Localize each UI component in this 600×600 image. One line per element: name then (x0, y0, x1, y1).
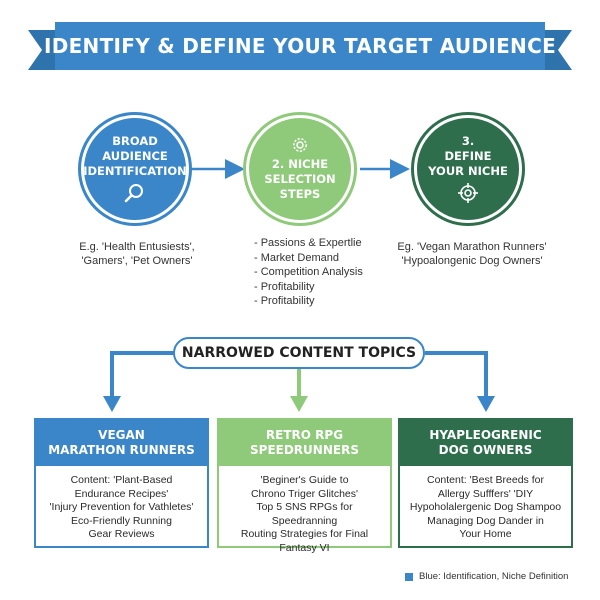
step-1-ring (78, 112, 192, 226)
step-2-circle: 2. NICHE SELECTION STEPS (249, 118, 351, 220)
step-3-label: 3. DEFINE YOUR NICHE (428, 134, 508, 178)
legend: Blue: Identification, Niche Definition (405, 571, 568, 582)
step-3-ring (411, 112, 525, 226)
branch-right-line (425, 351, 488, 398)
niche-steps-list: - Passions & Expertlie - Market Demand -… (254, 236, 374, 309)
topic-card-body: Content: 'Plant-Based Endurance Recipes'… (49, 474, 194, 540)
step-2-ring (243, 112, 357, 226)
legend-swatch-blue (405, 572, 413, 581)
page-title: IDENTIFY & DEFINE YOUR TARGET AUDIENCE (43, 34, 557, 58)
topic-card-title: HYAPLEOGRENIC DOG OWNERS (400, 420, 571, 466)
topic-card-body: 'Beginer's Guide to Chrono Triger Glitch… (240, 474, 369, 554)
step-1-label: BROAD AUDIENCE IDENTIFICATION (83, 134, 187, 178)
title-banner: IDENTIFY & DEFINE YOUR TARGET AUDIENCE (44, 22, 556, 70)
list-item: - Competition Analysis (254, 266, 363, 278)
list-item: - Profitability (254, 280, 315, 293)
branch-middle-arrowhead (290, 396, 308, 412)
step-3-circle: 3. DEFINE YOUR NICHE (417, 118, 519, 220)
ribbon-tail-right (544, 30, 572, 70)
magnifier-icon (124, 184, 143, 203)
topic-card-vegan: VEGAN MARATHON RUNNERS Content: 'Plant-B… (34, 418, 209, 548)
branch-left-arrowhead (103, 396, 121, 412)
step-3-description: Eg. 'Vegan Marathon Runners' 'Hypoalonge… (397, 241, 547, 267)
gear-icon (293, 138, 307, 152)
topic-card-body: Content: 'Best Breeds for Allergy Sufffe… (409, 474, 562, 540)
step-2-label: 2. NICHE SELECTION STEPS (264, 157, 336, 201)
ribbon-tail-left (28, 30, 56, 70)
list-item: - Profitability (254, 295, 315, 307)
target-icon (458, 183, 478, 203)
step-1-description: E.g. 'Health Entusiests', 'Gamers', 'Pet… (79, 241, 195, 267)
list-item: - Passions & Expertlie (254, 237, 362, 249)
step-1-circle: BROAD AUDIENCE IDENTIFICATION (83, 118, 187, 220)
topic-card-title: RETRO RPG SPEEDRUNNERS (219, 420, 390, 466)
topic-card-retro-rpg: RETRO RPG SPEEDRUNNERS 'Beginer's Guide … (217, 418, 392, 554)
list-item: - Market Demand (254, 251, 339, 264)
legend-text: Blue: Identification, Niche Definition (419, 571, 569, 582)
branch-left-line (110, 351, 175, 398)
topic-card-title: VEGAN MARATHON RUNNERS (36, 420, 207, 466)
narrowed-topics-pill: NARROWED CONTENT TOPICS (173, 337, 425, 369)
branch-right-arrowhead (477, 396, 495, 412)
narrowed-topics-label: NARROWED CONTENT TOPICS (181, 345, 417, 361)
topic-card-dog-owners: HYAPLEOGRENIC DOG OWNERS Content: 'Best … (398, 418, 573, 548)
